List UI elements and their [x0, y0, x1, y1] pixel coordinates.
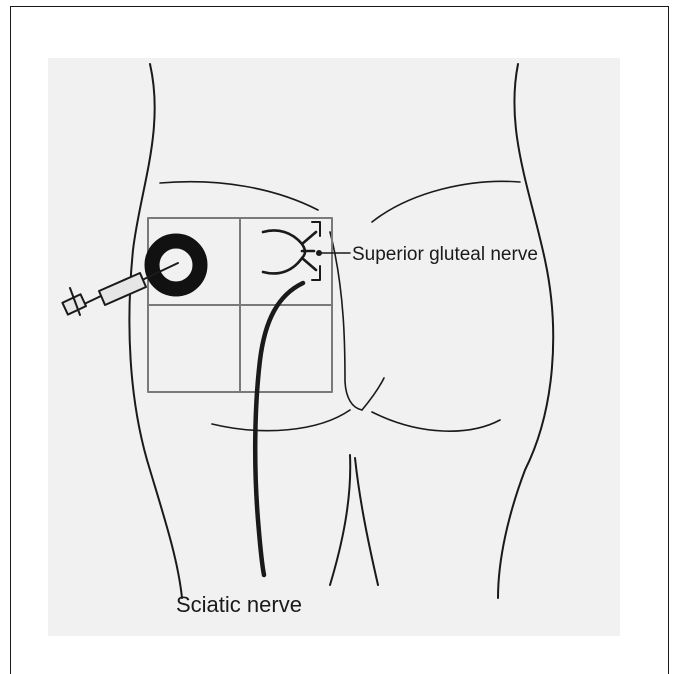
- left-inner-thigh: [330, 455, 350, 585]
- superior-gluteal-nerve-branches: [263, 231, 316, 274]
- left-gluteal-fold: [212, 410, 350, 431]
- left-hip-outline: [129, 64, 182, 598]
- right-inner-thigh: [355, 458, 378, 585]
- left-waist-line: [160, 182, 318, 210]
- superior-gluteal-nerve-label: Superior gluteal nerve: [352, 244, 538, 266]
- right-gluteal-fold: [372, 412, 500, 431]
- right-hip-outline: [498, 64, 553, 598]
- sciatic-nerve-label: Sciatic nerve: [176, 592, 302, 618]
- right-waist-line: [372, 181, 520, 222]
- gluteal-cleft-right: [362, 378, 384, 410]
- superior-gluteal-nerve-point: [316, 250, 322, 256]
